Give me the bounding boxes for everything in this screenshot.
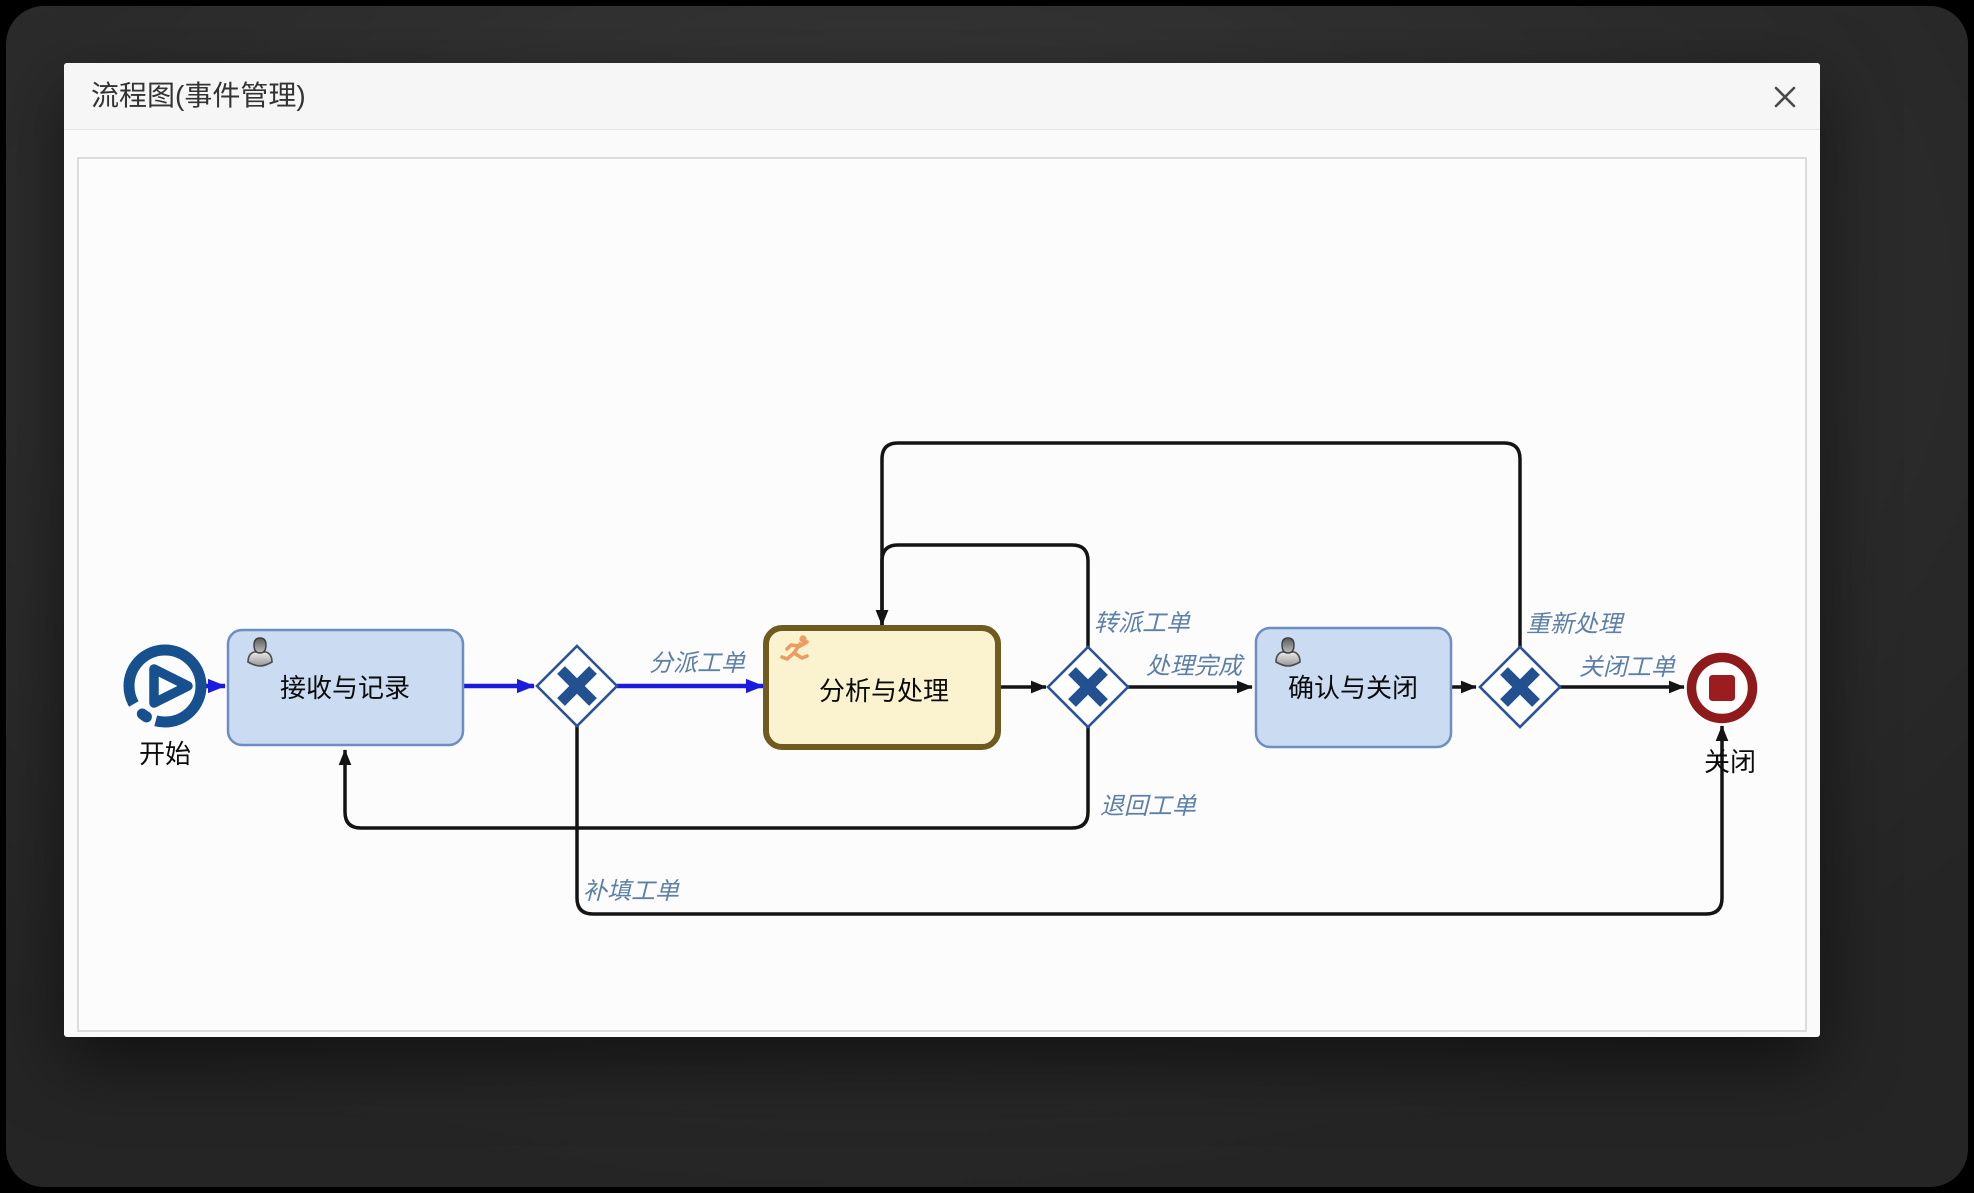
user-icon — [1275, 637, 1301, 667]
task-receive[interactable]: 接收与记录 — [226, 628, 465, 747]
task-confirm[interactable]: 确认与关闭 — [1254, 626, 1453, 749]
label-complete: 处理完成 — [1146, 653, 1245, 680]
label-return: 退回工单 — [1100, 793, 1197, 820]
dialog-header: 流程图(事件管理) — [64, 63, 1820, 130]
flow-return — [338, 726, 1090, 830]
gateway-2[interactable] — [1046, 645, 1130, 729]
user-icon — [247, 637, 273, 667]
task-analyze-label: 分析与处理 — [819, 676, 949, 706]
flowchart-dialog: 流程图(事件管理) — [64, 63, 1820, 1037]
flow-refill — [575, 725, 1729, 916]
gateway-1[interactable] — [535, 644, 619, 728]
close-icon — [1774, 86, 1796, 108]
x-cross-icon — [1068, 667, 1108, 707]
start-event-node[interactable] — [123, 644, 207, 728]
edge-labels: 分派工单 转派工单 处理完成 退回工单 补填工单 重新处理 关闭工单 — [581, 608, 1679, 908]
label-assign: 分派工单 — [649, 650, 746, 677]
end-label: 关闭 — [1704, 747, 1756, 777]
task-receive-label: 接收与记录 — [280, 673, 410, 703]
label-reprocess: 重新处理 — [1526, 611, 1625, 638]
dialog-title: 流程图(事件管理) — [91, 80, 306, 111]
close-button[interactable] — [1768, 80, 1802, 114]
flows — [206, 441, 1729, 916]
play-icon — [149, 664, 193, 708]
x-cross-icon — [557, 666, 597, 706]
gateway-3[interactable] — [1478, 645, 1562, 729]
end-event-node[interactable] — [1686, 652, 1758, 724]
start-label: 开始 — [139, 739, 191, 769]
label-transfer: 转派工单 — [1094, 610, 1191, 637]
label-refill: 补填工单 — [583, 878, 680, 905]
task-confirm-label: 确认与关闭 — [1288, 673, 1418, 703]
stop-square-icon — [1709, 675, 1735, 701]
task-analyze[interactable]: 分析与处理 — [763, 625, 1001, 750]
flow-reprocess — [875, 441, 1522, 648]
x-cross-icon — [1500, 667, 1540, 707]
play-circle-icon — [123, 644, 207, 728]
running-man-icon — [780, 635, 809, 661]
label-close: 关闭工单 — [1579, 654, 1676, 681]
